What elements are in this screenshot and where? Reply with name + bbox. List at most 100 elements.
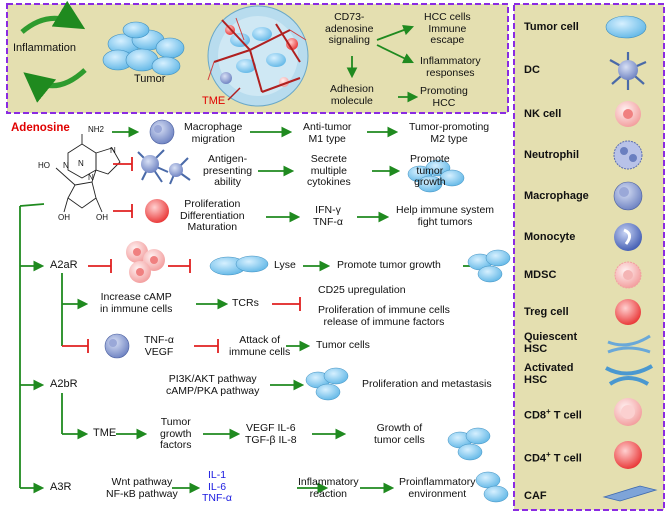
tme-sphere (207, 5, 309, 107)
legend-cd4-icon (614, 441, 642, 469)
legend-nk-icon (615, 101, 641, 127)
tumor-cluster-a2br (305, 367, 349, 401)
label-inflammation: Inflammation (13, 42, 76, 54)
label-tme: TME (202, 95, 226, 107)
label-tumor: Tumor (134, 73, 166, 85)
cell-macrophage-row1 (149, 119, 175, 145)
tumor-cluster-a3r (475, 471, 509, 503)
adenosine-structure (55, 134, 121, 213)
cell-nk-group (126, 241, 165, 283)
tumor-cluster-top (102, 21, 185, 76)
legend-nk-cell: NK cell (524, 108, 562, 120)
a3r-label: A3R (50, 481, 72, 493)
tme-label: TME (93, 427, 117, 439)
legend-caf: CAF (524, 490, 547, 502)
a2ar-promote-tumor-growth: Promote tumor growth (337, 259, 441, 271)
cell-dc-row2 (137, 149, 191, 185)
legend-treg-icon (615, 299, 641, 325)
camp-tcrs: TCRs (232, 297, 259, 309)
legend-monocyte: Monocyte (524, 231, 576, 243)
a2br-proliferation-metastasis: Proliferation and metastasis (362, 378, 492, 390)
legend-mdsc: MDSC (524, 269, 557, 281)
branch-lines (19, 206, 89, 494)
cycle-arrow-bottom (23, 68, 87, 103)
adenosine-n3: N (63, 161, 69, 170)
adenosine-title: Adenosine (11, 122, 70, 134)
tnf-tumor-cells: Tumor cells (316, 339, 370, 351)
legend-macrophage-icon (613, 181, 643, 211)
legend-tumor-cell: Tumor cell (524, 21, 579, 33)
tumor-cluster-a2ar (467, 249, 511, 283)
legend-quiescent-hsc-icon (607, 334, 651, 354)
legend-dc: DC (524, 64, 540, 76)
tumor-cells-lyse (209, 255, 269, 276)
cell-macrophage-tnf (104, 333, 130, 359)
tme-pointer (227, 87, 241, 101)
legend-cd4-t-cell: CD4+ T cell (524, 450, 582, 465)
tumor-cluster-tme (447, 427, 491, 461)
legend-activated-hsc-icon (605, 364, 654, 386)
legend-cd8-t-cell: CD8+ T cell (524, 407, 582, 422)
adenosine-oh2: OH (96, 213, 108, 222)
cycle-arrow-top (20, 0, 86, 34)
legend-monocyte-icon (614, 223, 642, 251)
legend-macrophage: Macrophage (524, 190, 589, 202)
legend-neutrophil: Neutrophil (524, 149, 579, 161)
camp-cd25: CD25 upregulation (318, 284, 406, 296)
adenosine-n4: N (88, 173, 94, 182)
adenosine-nh2: NH2 (88, 125, 105, 134)
legend-cd8-icon (614, 398, 642, 426)
legend-caf-icon (602, 485, 658, 502)
legend-mdsc-icon (614, 261, 642, 289)
legend-panel (513, 3, 665, 511)
adenosine-ho: HO (38, 161, 50, 170)
adenosine-oh1: OH (58, 213, 70, 222)
legend-dc-icon (609, 52, 647, 90)
inhibition-lines (62, 157, 301, 353)
arrow-cd73-escape (376, 24, 415, 41)
tumor-cluster-row2 (407, 159, 465, 193)
legend-neutrophil-icon (613, 140, 643, 170)
row-arrows (112, 126, 470, 494)
legend-tumor-icon (605, 15, 647, 39)
branch-connector (19, 203, 45, 207)
adenosine-n1: N (78, 159, 84, 168)
cell-treg-row3 (145, 199, 169, 223)
arrow-cd73-inflam (376, 44, 414, 64)
a2br-label: A2bR (50, 378, 78, 390)
a2ar-lyse: Lyse (274, 259, 296, 271)
a2ar-label: A2aR (50, 259, 78, 271)
legend-treg-cell: Treg cell (524, 306, 569, 318)
adenosine-n2: N (110, 146, 116, 155)
